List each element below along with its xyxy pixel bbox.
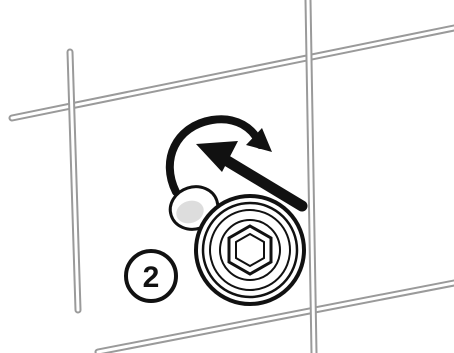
step-number: 2 (143, 261, 160, 294)
grout-line-top (8, 24, 454, 122)
hex-nut (227, 224, 273, 276)
tile-wall (8, 0, 454, 353)
flange-plate (194, 194, 306, 306)
step-number-badge: 2 (124, 249, 178, 303)
straight-arrow-icon (196, 141, 308, 212)
grout-line-right (304, 0, 318, 353)
grout-line-bottom (94, 279, 454, 353)
grout-line-left (66, 48, 82, 314)
curved-arrow-clockwise-icon (165, 115, 272, 196)
